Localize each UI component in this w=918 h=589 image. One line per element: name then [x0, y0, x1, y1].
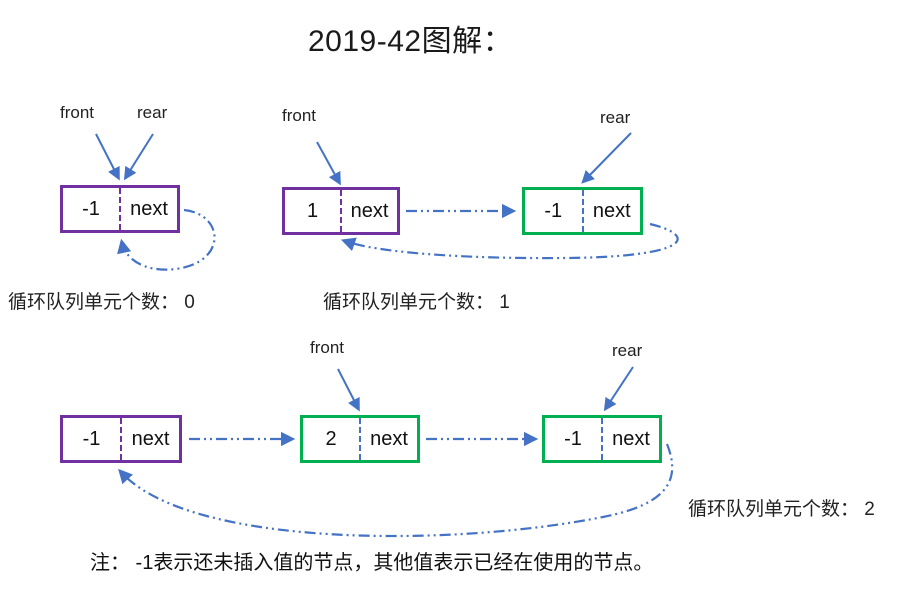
- d2-wrap-around-arrow: [118, 443, 674, 538]
- d2-front-arrow: [337, 368, 360, 412]
- node-value: -1: [564, 427, 582, 450]
- node-next-field: next: [601, 418, 659, 460]
- d1-front-arrow: [316, 141, 341, 186]
- node-value: -1: [544, 199, 563, 222]
- d1-queue-node-0: 1 next: [282, 187, 400, 235]
- node-value: -1: [82, 427, 101, 450]
- d1-queue-node-1: -1 next: [522, 187, 643, 235]
- d2-rear-arrow: [603, 366, 634, 412]
- d1-rear-pointer-label: rear: [600, 108, 631, 127]
- d1-caption: 循环队列单元个数： 1: [323, 292, 510, 313]
- d2-front-pointer-label: front: [310, 338, 345, 357]
- d1-front-pointer-label: front: [282, 106, 317, 125]
- d0-rear-arrow: [123, 133, 154, 181]
- footnote: 注： -1表示还未插入值的节点，其他值表示已经在使用的节点。: [90, 552, 654, 574]
- d2-rear-pointer-label: rear: [612, 341, 643, 360]
- node-value: 2: [325, 427, 337, 450]
- node-next-field: next: [119, 188, 177, 230]
- d2-queue-node-2: -1 next: [542, 415, 662, 463]
- node-next-field: next: [120, 418, 179, 460]
- node-next-field: next: [340, 190, 397, 232]
- d2-queue-node-1: 2 next: [300, 415, 420, 463]
- d0-queue-node-0: -1 next: [60, 185, 180, 233]
- d1-rear-arrow: [581, 132, 632, 184]
- d2-caption: 循环队列单元个数： 2: [688, 499, 875, 520]
- node-value: 1: [306, 199, 319, 222]
- d0-rear-pointer-label: rear: [137, 103, 168, 122]
- node-next-field: next: [359, 418, 417, 460]
- d2-queue-node-0: -1 next: [60, 415, 182, 463]
- node-next-field: next: [581, 190, 641, 232]
- node-value: -1: [82, 197, 100, 220]
- d0-front-pointer-label: front: [60, 103, 95, 122]
- d0-front-arrow: [95, 133, 120, 181]
- d1-wrap-around-arrow: [340, 222, 679, 260]
- d0-caption: 循环队列单元个数： 0: [8, 292, 195, 313]
- page-title: 2019-42图解：: [308, 25, 514, 58]
